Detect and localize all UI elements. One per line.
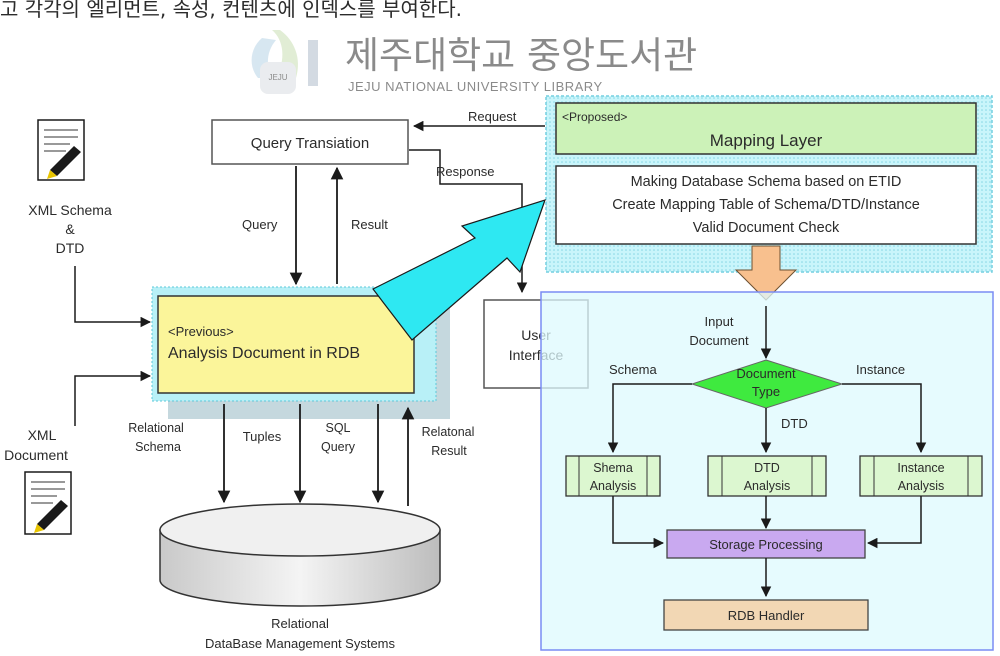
shema-analysis-box: Shema Analysis <box>565 455 661 497</box>
rdb-handler-box <box>663 599 869 631</box>
orange-down-arrow <box>734 245 798 301</box>
storage-processing-label: Storage Processing <box>709 537 822 552</box>
input-document-label-2: Document <box>689 333 749 348</box>
logo-text: JEJU <box>268 73 287 82</box>
instance-to-storage-arrow <box>866 496 922 549</box>
svg-text:DTD: DTD <box>56 240 85 256</box>
xml-document-icon <box>24 471 72 535</box>
relational-schema-label-1: Relational <box>128 421 184 435</box>
query-translation-box <box>211 119 409 165</box>
document-to-analysis-arrow <box>74 370 152 426</box>
svg-text:Analysis: Analysis <box>744 479 791 493</box>
svg-text:XML: XML <box>28 427 57 443</box>
top-korean-text: 고 각각의 엘리먼트, 속성, 컨텐츠에 인덱스를 부여한다. <box>0 0 462 21</box>
query-translation-label: Query Transiation <box>251 135 369 152</box>
xml-document-label: XML Document <box>4 427 68 463</box>
result-label: Result <box>351 217 388 232</box>
sql-query-label-1: SQL <box>325 421 350 435</box>
proposed-tag: <Proposed> <box>562 110 627 124</box>
instance-branch-arrow <box>842 383 927 454</box>
instance-analysis-box: Instance Analysis <box>859 455 983 497</box>
relational-schema-label-2: Schema <box>135 440 181 454</box>
dtd-branch-label: DTD <box>781 416 808 431</box>
relational-result-label-1: Relatonal <box>422 425 475 439</box>
tuples-label: Tuples <box>243 429 282 444</box>
svg-text:Analysis: Analysis <box>590 479 637 493</box>
storage-processing-box <box>666 529 866 559</box>
rdbms-cylinder <box>159 503 441 607</box>
rdbms-label-1: Relational <box>271 616 329 631</box>
mapping-step-3: Valid Document Check <box>693 220 840 236</box>
previous-title: Analysis Document in RDB <box>168 345 360 362</box>
response-label: Response <box>436 164 495 179</box>
watermark-korean: 제주대학교 중앙도서관 <box>345 34 697 77</box>
schema-branch-arrow <box>607 383 692 454</box>
relational-result-label-2: Result <box>431 444 467 458</box>
big-cyan-arrow <box>372 199 546 341</box>
library-watermark: JEJU 제주대학교 중앙도서관 JEJU NATIONAL UNIVERSIT… <box>251 30 697 94</box>
svg-text:Document: Document <box>4 447 68 463</box>
schema-to-analysis-arrow <box>74 266 152 328</box>
mapping-layer-header <box>555 102 977 155</box>
document-type-label-2: Type <box>752 384 780 399</box>
previous-tag: <Previous> <box>168 324 234 339</box>
rdbms-label-2: DataBase Management Systems <box>205 636 396 651</box>
svg-text:XML Schema: XML Schema <box>28 202 112 218</box>
mapping-step-1: Making Database Schema based on ETID <box>631 174 902 190</box>
instance-branch-label: Instance <box>856 362 905 377</box>
previous-analysis-box <box>157 295 415 394</box>
input-document-label-1: Input <box>705 314 734 329</box>
dtd-analysis-box: DTD Analysis <box>707 455 827 497</box>
query-label: Query <box>242 217 278 232</box>
xml-schema-document-icon <box>37 119 85 181</box>
svg-text:DTD: DTD <box>754 461 780 475</box>
request-label: Request <box>468 109 517 124</box>
svg-text:Analysis: Analysis <box>898 479 945 493</box>
svg-text:Shema: Shema <box>593 461 633 475</box>
xml-schema-label: XML Schema & DTD <box>28 202 112 256</box>
watermark-english: JEJU NATIONAL UNIVERSITY LIBRARY <box>348 79 603 94</box>
mapping-step-2: Create Mapping Table of Schema/DTD/Insta… <box>612 197 920 213</box>
mapping-layer-title: Mapping Layer <box>710 131 823 150</box>
document-type-label-1: Document <box>736 366 796 381</box>
university-logo: JEJU <box>251 30 299 94</box>
svg-text:Instance: Instance <box>897 461 944 475</box>
sql-query-label-2: Query <box>321 440 356 454</box>
schema-branch-label: Schema <box>609 362 657 377</box>
rdb-handler-label: RDB Handler <box>728 608 805 623</box>
svg-text:&: & <box>65 221 75 237</box>
shema-to-storage-arrow <box>612 496 665 549</box>
mapping-steps-box <box>555 165 977 245</box>
